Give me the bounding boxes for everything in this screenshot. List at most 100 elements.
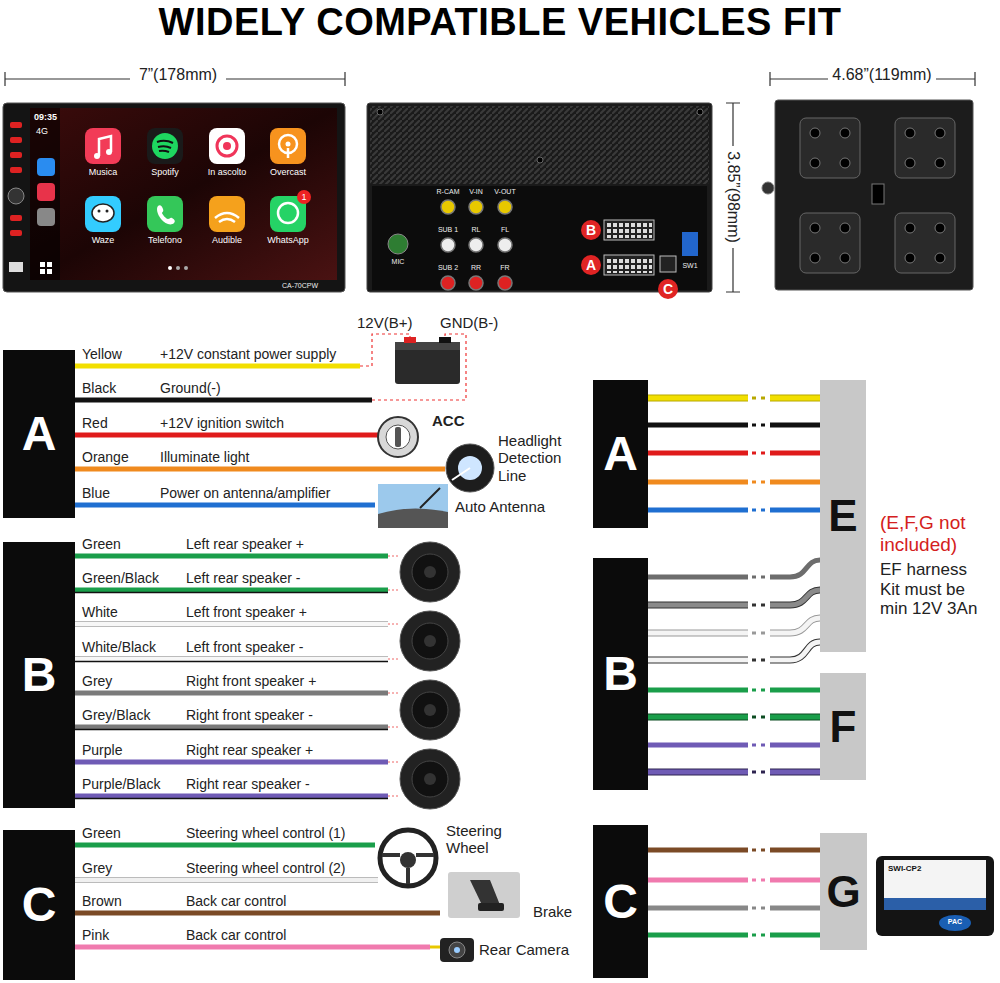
wire-label: Purple/Black xyxy=(82,776,161,792)
note: (E,F,G not included) xyxy=(880,512,998,556)
wire-label: Right rear speaker - xyxy=(186,776,310,792)
app-name: Waze xyxy=(74,235,132,245)
head-unit-side xyxy=(762,100,973,290)
wire-segment xyxy=(770,590,820,605)
wire-segment xyxy=(752,879,765,882)
app-name: In ascolto xyxy=(198,167,256,177)
wire-segment xyxy=(752,716,765,719)
part-label: GND(B-) xyxy=(440,314,498,331)
speakers xyxy=(388,542,460,809)
dimension-label: 3.85”(98mm) xyxy=(724,142,742,252)
wire-segment xyxy=(648,602,748,609)
dimension-label: 7”(178mm) xyxy=(118,66,238,84)
port-label: FR xyxy=(490,264,520,272)
wire-label: Brown xyxy=(82,893,122,909)
app-name: Telefono xyxy=(136,235,194,245)
brake-pedal xyxy=(448,872,520,918)
connector-block: C xyxy=(593,825,648,978)
wire-segment xyxy=(770,508,820,513)
harness-wire xyxy=(648,717,820,718)
wire-segment xyxy=(752,509,765,512)
wire-segment xyxy=(648,396,748,401)
wire-segment xyxy=(770,590,820,605)
wire-label: Power on antenna/amplifier xyxy=(160,485,330,501)
wire-label: Back car control xyxy=(186,893,286,909)
wire-segment xyxy=(752,576,765,579)
harness-wire xyxy=(648,850,820,851)
harness-wire xyxy=(648,453,820,454)
wire-stripes xyxy=(75,593,388,799)
harness-wire xyxy=(648,908,820,909)
port-label: SUB 1 xyxy=(431,226,465,234)
ignition-switch xyxy=(378,417,418,457)
wire-segment xyxy=(770,618,820,633)
app-name: Overcast xyxy=(259,167,317,177)
port-label: SUB 2 xyxy=(431,264,465,272)
app-name: 1 xyxy=(297,192,311,202)
wire-segment xyxy=(752,907,765,910)
wire-segment xyxy=(648,848,748,853)
part-label: 12V(B+) xyxy=(357,314,412,331)
port-label: R-CAM xyxy=(431,188,465,196)
wire-segment xyxy=(770,714,820,721)
auto-antenna xyxy=(378,484,448,528)
wire-label: White xyxy=(82,604,118,620)
wire-label: Ground(-) xyxy=(160,380,221,396)
wire-label: Green xyxy=(82,825,121,841)
harness-wire xyxy=(648,398,820,399)
port-label: RR xyxy=(463,264,489,272)
rear-camera xyxy=(430,938,474,962)
wire-segment xyxy=(752,452,765,455)
wire-segment xyxy=(752,934,765,937)
harness-wire xyxy=(648,745,820,746)
wire-label: Left front speaker + xyxy=(186,604,307,620)
harness-wire xyxy=(648,935,820,936)
harness-wire xyxy=(648,618,820,633)
head-unit-rear xyxy=(367,103,712,299)
wire-label: Right rear speaker + xyxy=(186,742,313,758)
dimension-label: 4.68”(119mm) xyxy=(817,66,947,84)
module-label: SWI-CP2 xyxy=(888,864,921,873)
wire-label: +12V constant power supply xyxy=(160,346,336,362)
block-letter: G xyxy=(826,870,860,914)
wires xyxy=(75,366,445,947)
wire-segment xyxy=(648,770,748,775)
brand-label: PAC xyxy=(942,918,968,926)
wire-segment xyxy=(770,848,820,853)
steering-interface-module xyxy=(876,856,994,936)
wire-segment xyxy=(752,744,765,747)
block-letter: B xyxy=(22,651,57,699)
wire-segment xyxy=(770,715,820,720)
wire-segment xyxy=(648,631,748,636)
steering-wheel xyxy=(380,830,436,886)
part-label: ACC xyxy=(432,412,465,429)
callout-letter: A xyxy=(581,257,601,273)
part-label: Headlight Detection Line xyxy=(498,432,580,484)
wire-segment xyxy=(752,481,765,484)
wire-label: Yellow xyxy=(82,346,122,362)
callout-letter: B xyxy=(581,222,601,238)
wire-label: Back car control xyxy=(186,927,286,943)
wire-segment xyxy=(648,743,748,748)
wire-segment xyxy=(770,878,820,883)
wire-label: Left rear speaker + xyxy=(186,536,304,552)
harness-wire xyxy=(648,560,820,577)
wire-segment xyxy=(648,658,748,663)
wire-segment xyxy=(648,769,748,776)
connector-block: A xyxy=(593,380,648,528)
wire-label: Illuminate light xyxy=(160,449,250,465)
wire-segment xyxy=(770,423,820,428)
wire-segment xyxy=(770,642,820,660)
block-letter: A xyxy=(603,430,638,478)
wire-segment xyxy=(752,424,765,427)
port-label: FL xyxy=(490,226,520,234)
wire-segment xyxy=(752,849,765,852)
port-label: SW1 xyxy=(678,262,702,270)
wire-segment xyxy=(770,933,820,938)
port-label: V-IN xyxy=(463,188,489,196)
wire-label: Steering wheel control (1) xyxy=(186,825,346,841)
port-label: CA-70CPW xyxy=(270,282,330,290)
harness-wire xyxy=(648,482,820,483)
callout-letter: C xyxy=(658,281,678,297)
